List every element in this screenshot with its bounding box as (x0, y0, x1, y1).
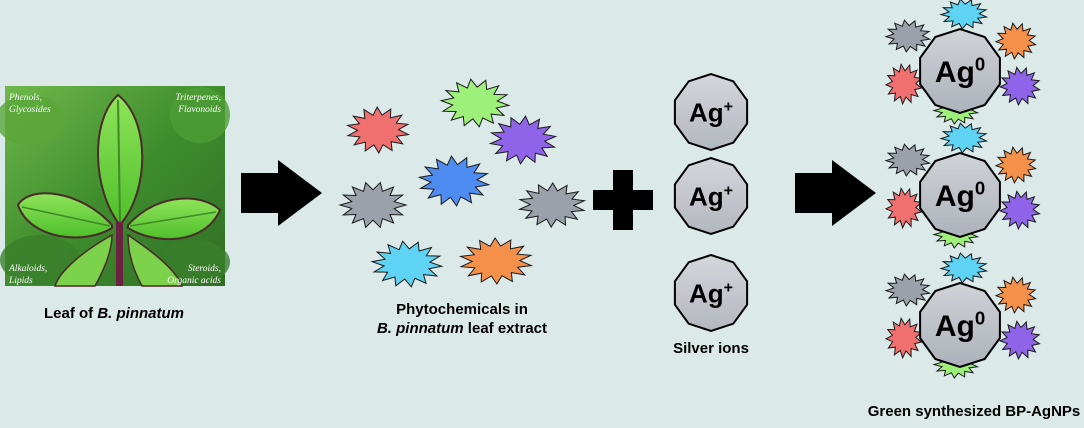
silver-ions-caption: Silver ions (673, 340, 749, 357)
burst-star-icon (517, 182, 587, 228)
leaf-label-organic-acids: Organic acids (167, 276, 221, 286)
decagon-ion-icon (673, 156, 749, 236)
leaf-label-triterpenes: Triterpenes, (175, 93, 221, 103)
leaf-label-alkaloids: Alkaloids, (8, 264, 47, 274)
leaf-label-glycosides: Glycosides (9, 105, 51, 115)
leaf-label-lipids: Lipids (8, 276, 33, 286)
arrow-right-icon (241, 160, 322, 226)
burst-star-icon (994, 146, 1037, 185)
leaf-label-steroids: Steroids, (188, 264, 221, 274)
burst-star-icon (884, 143, 932, 177)
burst-star-icon (884, 273, 932, 307)
ion-label: Ag+ (689, 278, 733, 308)
burst-star-icon (884, 19, 932, 53)
nanoparticle-core-icon (919, 27, 1001, 115)
arrow-right-icon (795, 160, 876, 226)
burst-star-icon (998, 66, 1041, 107)
burst-star-icon (939, 122, 989, 154)
burst-star-icon (458, 237, 534, 285)
nanoparticle-core-icon (919, 281, 1001, 369)
nanoparticle-label: Ag0 (935, 53, 985, 88)
leaf-caption: Leaf of B. pinnatum (44, 305, 184, 322)
decagon-ion-icon (673, 253, 749, 333)
burst-star-icon (998, 190, 1041, 231)
burst-star-icon (884, 316, 923, 360)
burst-star-icon (884, 62, 923, 106)
leaf-photo: Phenols, Glycosides Triterpenes, Flavono… (0, 86, 230, 287)
nanoparticle-core-icon (919, 151, 1001, 239)
decagon-ion-icon (673, 72, 749, 152)
nanoparticles-caption: Green synthesized BP-AgNPs (868, 403, 1081, 420)
burst-star-icon (994, 276, 1037, 315)
ion-label: Ag+ (689, 181, 733, 211)
burst-star-icon (488, 115, 558, 165)
nanoparticle-label: Ag0 (935, 307, 985, 342)
burst-star-icon (439, 78, 511, 128)
burst-star-icon (994, 22, 1037, 61)
burst-star-icon (998, 320, 1041, 361)
burst-star-icon (417, 155, 491, 207)
ion-label: Ag+ (689, 97, 733, 127)
phyto-caption-line2: B. pinnatum leaf extract (377, 320, 547, 337)
leaf-label-phenols: Phenols, (8, 93, 42, 103)
plus-icon (593, 170, 653, 230)
burst-star-icon (939, 0, 989, 30)
burst-star-icon (939, 252, 989, 284)
phytochemical-stars (338, 78, 587, 288)
silver-ions: Ag+ Ag+ Ag+ (673, 72, 749, 333)
nanoparticle-label: Ag0 (935, 177, 985, 212)
phyto-caption-line1: Phytochemicals in (396, 301, 528, 318)
burst-star-icon (345, 105, 411, 155)
leaf-label-flavonoids: Flavonoids (177, 105, 221, 115)
burst-star-icon (370, 240, 444, 288)
burst-star-icon (338, 181, 408, 229)
burst-star-icon (884, 186, 923, 230)
